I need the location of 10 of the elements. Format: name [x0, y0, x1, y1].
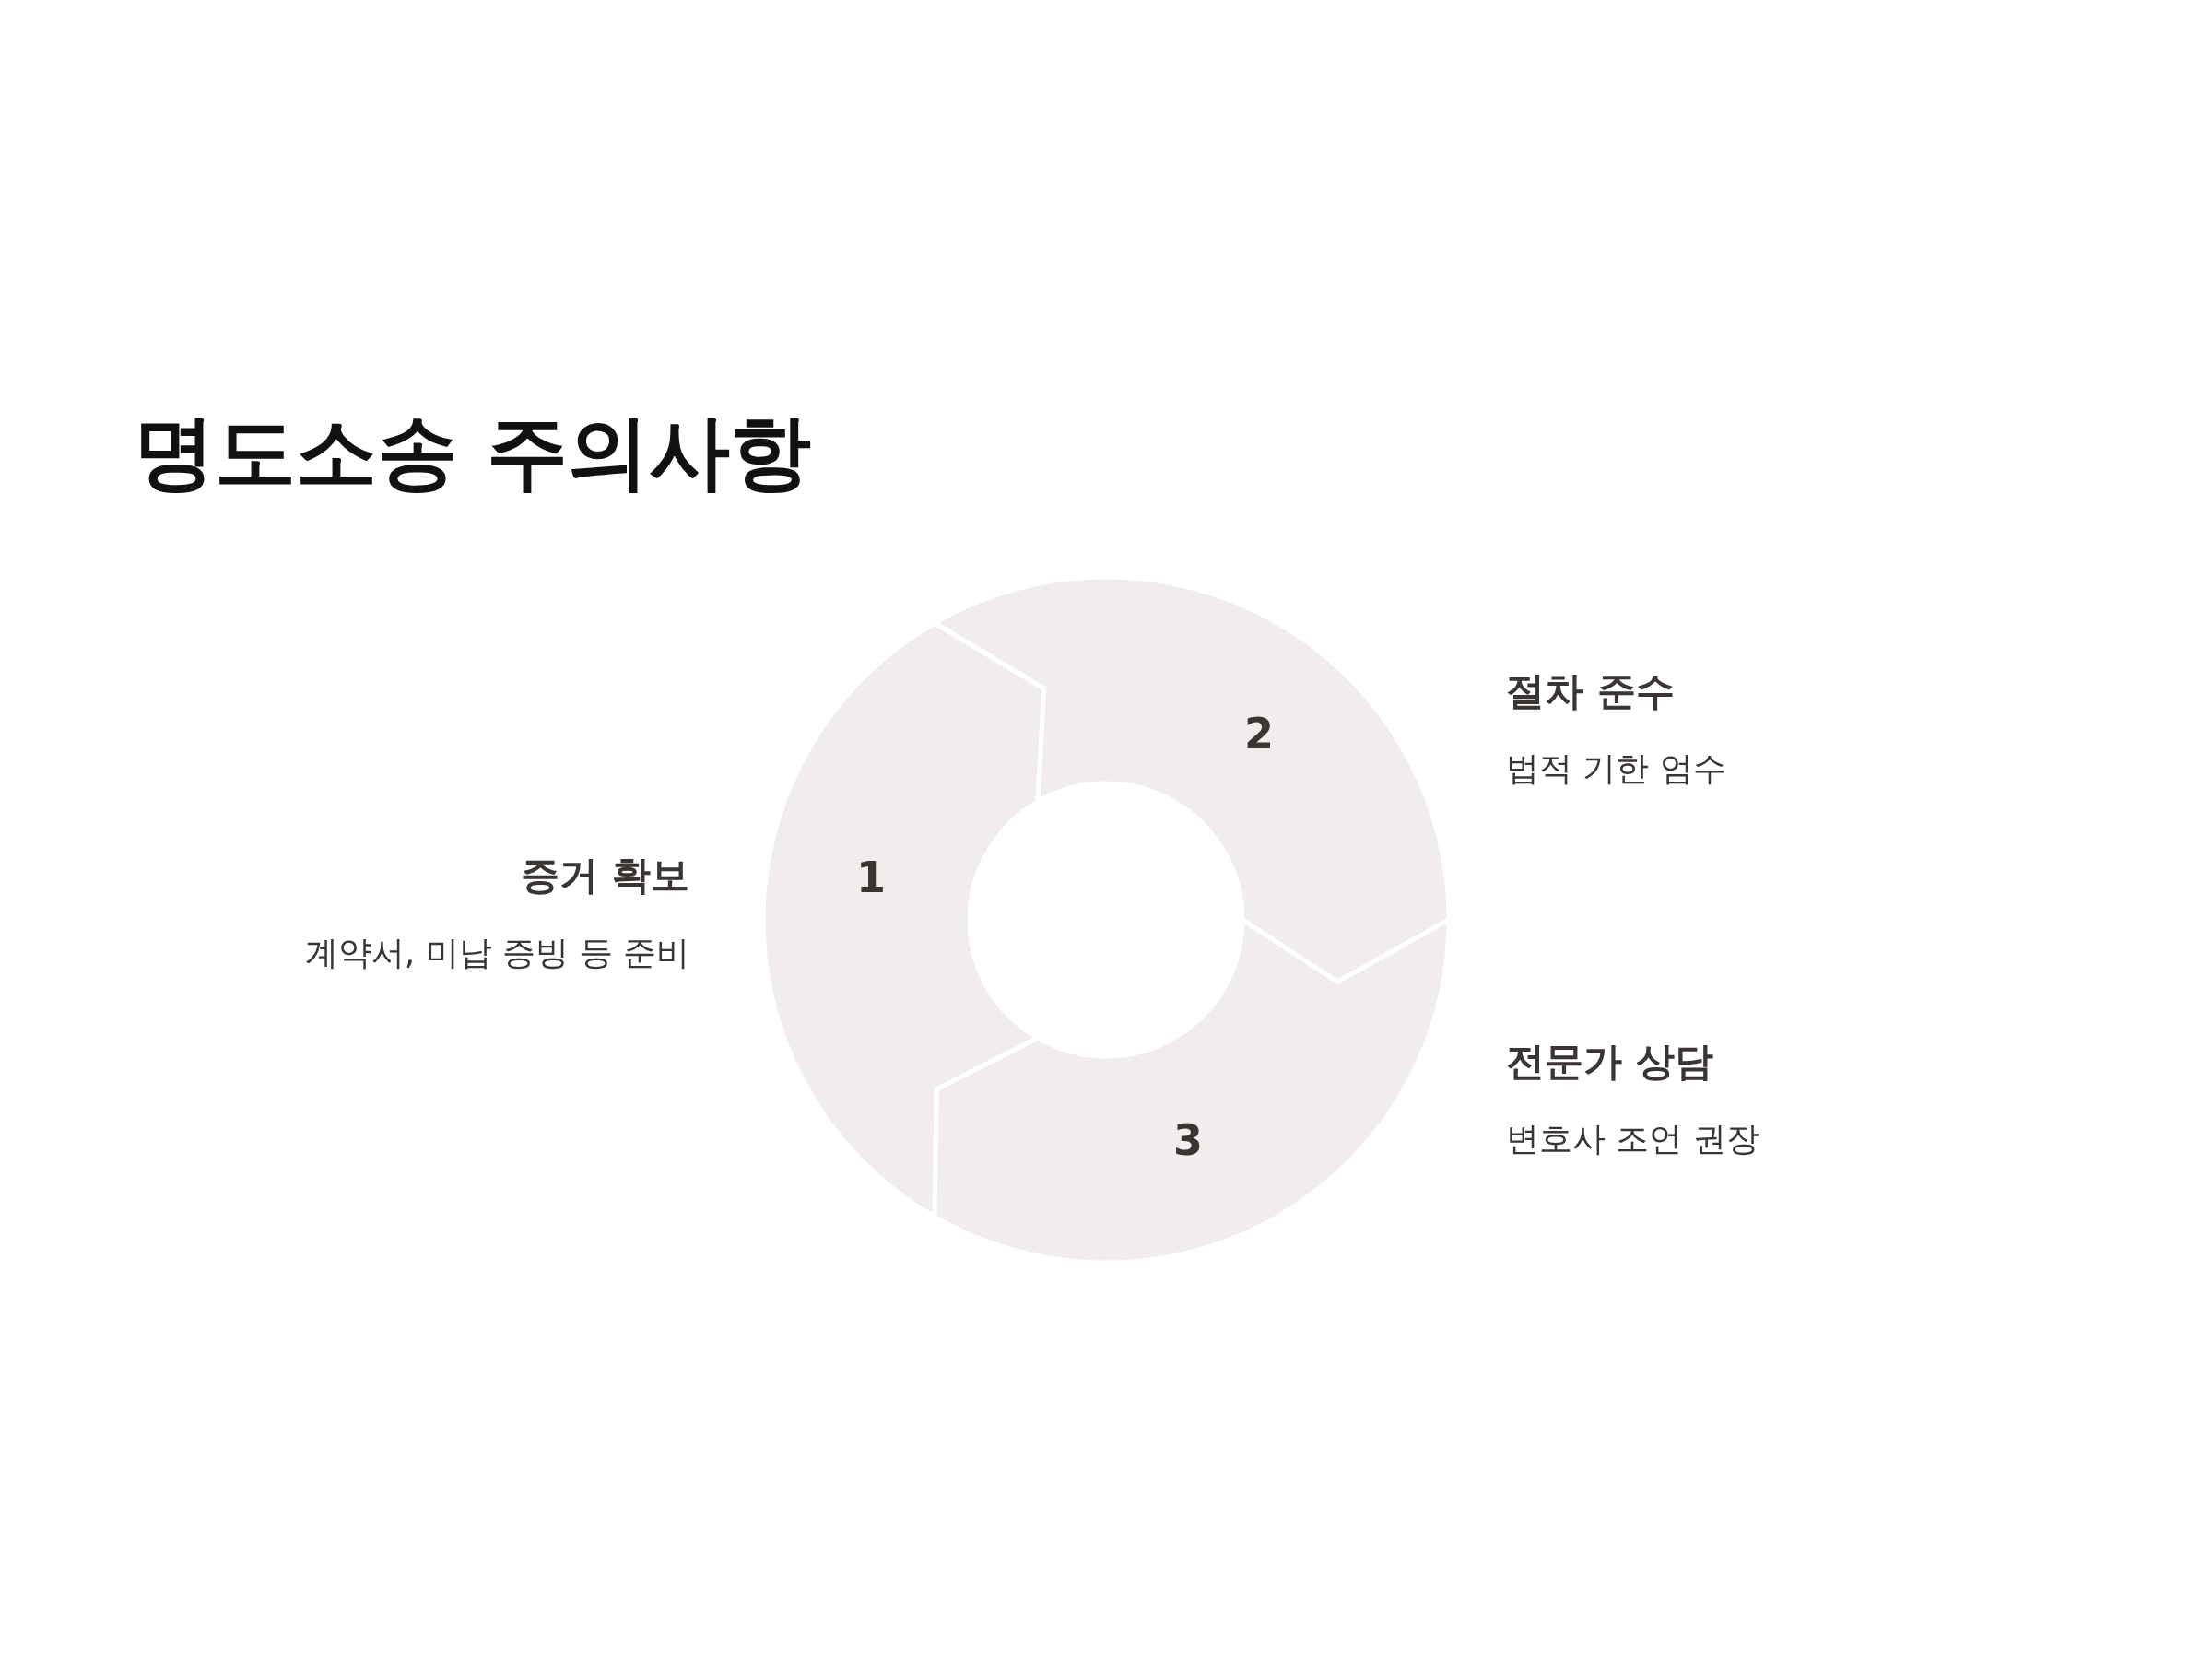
step-number: 1 [856, 853, 886, 902]
step-heading: 전문가 상담 [1506, 1038, 1713, 1086]
step-number: 2 [1244, 709, 1274, 759]
step-description: 법적 기한 엄수 [1506, 748, 1726, 789]
title: 명도소송 주의사항 [134, 404, 811, 501]
step-description: 변호사 조언 권장 [1506, 1119, 1759, 1159]
step-heading: 절차 준수 [1506, 667, 1675, 715]
step-description: 계약서, 미납 증빙 등 준비 [304, 933, 689, 973]
step-heading: 증거 확보 [521, 852, 689, 900]
step-number: 3 [1173, 1115, 1203, 1165]
